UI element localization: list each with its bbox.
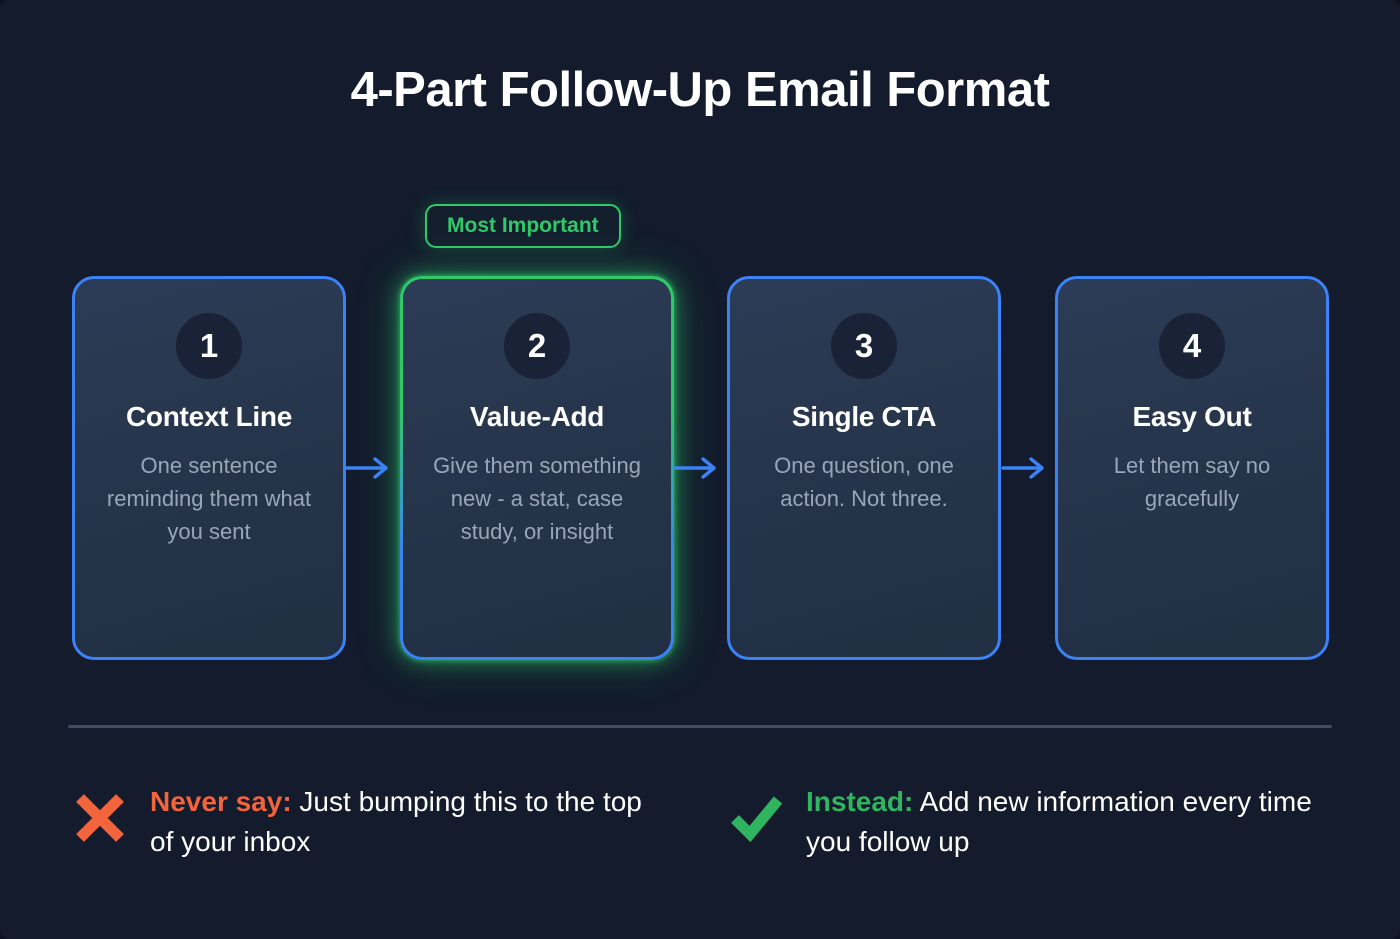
step-number-2: 2 (527, 327, 547, 364)
arrow-right-icon-1 (345, 457, 388, 479)
footer-tips: Never say: Just bumping this to the top … (0, 782, 1400, 897)
step-card-1[interactable]: 1 Context Line One sentence reminding th… (72, 276, 346, 660)
step-number-4: 4 (1182, 327, 1202, 364)
step-description-1: One sentence reminding them what you sen… (106, 453, 312, 544)
tip-never-say-body: Just bumping this to the top of your inb… (150, 786, 642, 857)
arrow-right-icon-3 (1001, 457, 1044, 479)
arrow-right-icon-2 (673, 457, 716, 479)
step-card-2[interactable]: 2 Value-Add Give them something new - a … (400, 276, 674, 660)
step-card-4[interactable]: 4 Easy Out Let them say no gracefully (1055, 276, 1329, 660)
step-title-2: Value-Add (469, 401, 605, 432)
step-number-badge-2: 2 (504, 313, 570, 379)
tip-instead-body: Add new information every time you follo… (806, 786, 1312, 857)
step-title-4: Easy Out (1132, 401, 1252, 432)
step-number-3: 3 (854, 327, 874, 364)
step-number-badge-1: 1 (176, 313, 242, 379)
most-important-badge: Most Important (425, 204, 621, 248)
tip-instead: Instead: Add new information every time … (728, 782, 1348, 862)
step-number-badge-3: 3 (831, 313, 897, 379)
step-number-1: 1 (199, 327, 219, 364)
tip-instead-lead: Instead: (806, 786, 914, 817)
page-title: 4-Part Follow-Up Email Format (350, 63, 1050, 117)
tip-never-say-lead: Never say: (150, 786, 292, 817)
step-title-3: Single CTA (791, 401, 937, 432)
section-divider (68, 725, 1332, 728)
step-description-3: One question, one action. Not three. (774, 453, 954, 511)
step-number-badge-4: 4 (1159, 313, 1225, 379)
cross-icon (76, 794, 124, 842)
tip-never-say-text: Never say: Just bumping this to the top … (150, 782, 672, 862)
step-title-1: Context Line (126, 401, 292, 432)
tip-never-say: Never say: Just bumping this to the top … (72, 782, 672, 862)
step-description-4: Let them say no gracefully (1113, 453, 1271, 511)
step-description-2: Give them something new - a stat, case s… (433, 453, 641, 544)
tip-instead-text: Instead: Add new information every time … (806, 782, 1348, 862)
step-card-3[interactable]: 3 Single CTA One question, one action. N… (727, 276, 1001, 660)
steps-row: 1 Context Line One sentence reminding th… (0, 276, 1400, 660)
badge-label: Most Important (447, 214, 599, 237)
check-icon (731, 796, 783, 843)
